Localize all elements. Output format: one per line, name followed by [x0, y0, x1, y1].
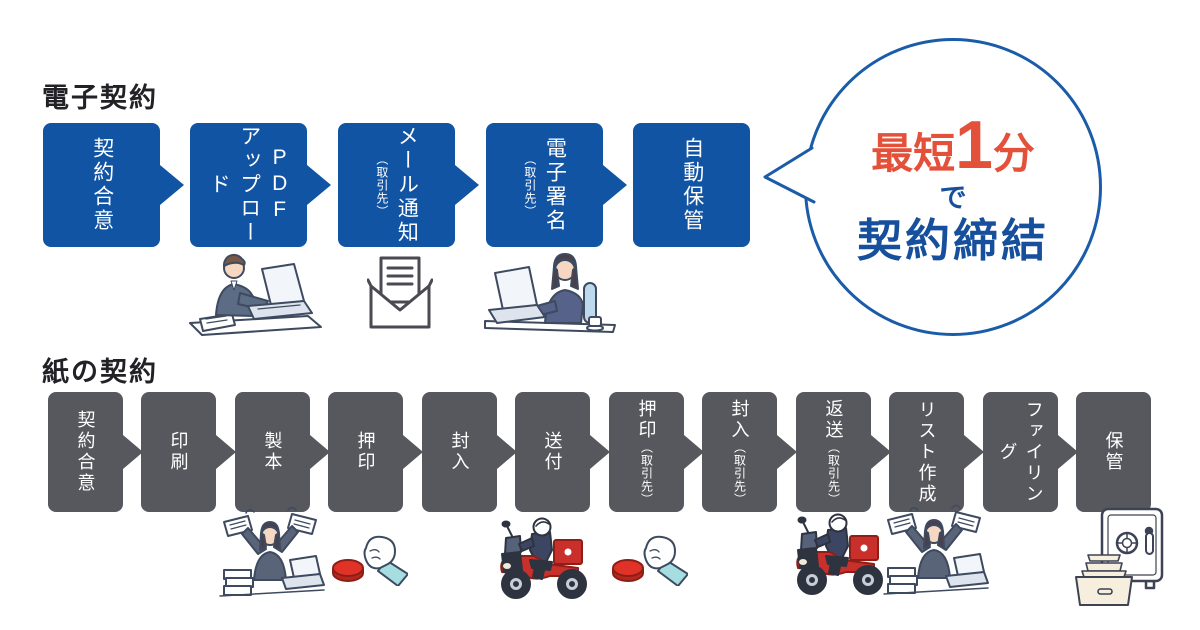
- electronic-contract-heading: 電子契約: [42, 83, 158, 113]
- paper-step-box: ファイリング: [983, 392, 1078, 512]
- electronic-step-box: 自動保管: [633, 123, 750, 247]
- bubble-highlight-text: 最短1分: [871, 106, 1035, 183]
- hand-stamp-ink-pad-illustration: [608, 522, 688, 586]
- flow-arrow-icon: [1058, 435, 1078, 469]
- flow-arrow-icon: [603, 165, 627, 205]
- paper-step-box: 封入（取引先）: [702, 392, 797, 512]
- flow-arrow-icon: [777, 435, 797, 469]
- paper-step-box: 送付: [515, 392, 610, 512]
- hand-stamp-ink-pad-illustration: [328, 522, 408, 586]
- flow-arrow-icon: [310, 435, 330, 469]
- bubble-result-text: 契約締結: [856, 215, 1049, 267]
- email-envelope-icon: [367, 252, 433, 330]
- flow-arrow-icon: [123, 435, 143, 469]
- delivery-motorcycle-illustration: [490, 512, 598, 602]
- vertical-step-label: PDF アップロード: [207, 125, 292, 245]
- paper-step-box: リスト作成: [889, 392, 984, 512]
- paper-contract-heading: 紙の契約: [42, 357, 158, 387]
- paper-step-box: 契約合意: [48, 392, 143, 512]
- businessman-laptop-illustration: [188, 243, 323, 338]
- flow-arrow-icon: [455, 165, 479, 205]
- flow-arrow-icon: [497, 435, 517, 469]
- vertical-step-label: メール通知 （取引先）: [374, 125, 419, 245]
- busy-worker-illustration: [882, 504, 990, 598]
- vertical-step-label: 自動保管: [680, 137, 704, 233]
- flow-arrow-icon: [684, 435, 704, 469]
- speech-bubble-tail: [750, 130, 820, 210]
- speech-bubble: 最短1分 で 契約締結: [804, 38, 1102, 336]
- flow-arrow-icon: [403, 435, 423, 469]
- flow-arrow-icon: [216, 435, 236, 469]
- electronic-step-box: 契約合意: [43, 123, 184, 247]
- electronic-step-box: 電子署名 （取引先）: [486, 123, 627, 247]
- businesswoman-laptop-illustration: [483, 243, 618, 338]
- paper-step-box: 製本: [235, 392, 330, 512]
- paper-step-box: 押印: [328, 392, 423, 512]
- vertical-step-label: 契約合意: [90, 137, 114, 233]
- vertical-step-label: 電子署名 （取引先）: [522, 137, 567, 233]
- paper-step-box: 印刷: [141, 392, 236, 512]
- delivery-motorcycle-illustration: [786, 508, 894, 598]
- electronic-step-box: メール通知 （取引先）: [338, 123, 479, 247]
- paper-step-box: 保管: [1076, 392, 1151, 512]
- vertical-step-label: 契約合意: [75, 410, 96, 494]
- paper-step-box: 押印（取引先）: [609, 392, 704, 512]
- flow-arrow-icon: [160, 165, 184, 205]
- flow-arrow-icon: [307, 165, 331, 205]
- flow-arrow-icon: [964, 435, 984, 469]
- busy-worker-illustration: [218, 506, 326, 600]
- electronic-step-box: PDF アップロード: [190, 123, 331, 247]
- flow-arrow-icon: [590, 435, 610, 469]
- paper-step-box: 返送（取引先）: [796, 392, 891, 512]
- paper-step-box: 封入: [422, 392, 517, 512]
- flow-arrow-icon: [871, 435, 891, 469]
- bubble-connector-text: で: [939, 182, 967, 213]
- safe-filing-illustration: [1072, 505, 1166, 607]
